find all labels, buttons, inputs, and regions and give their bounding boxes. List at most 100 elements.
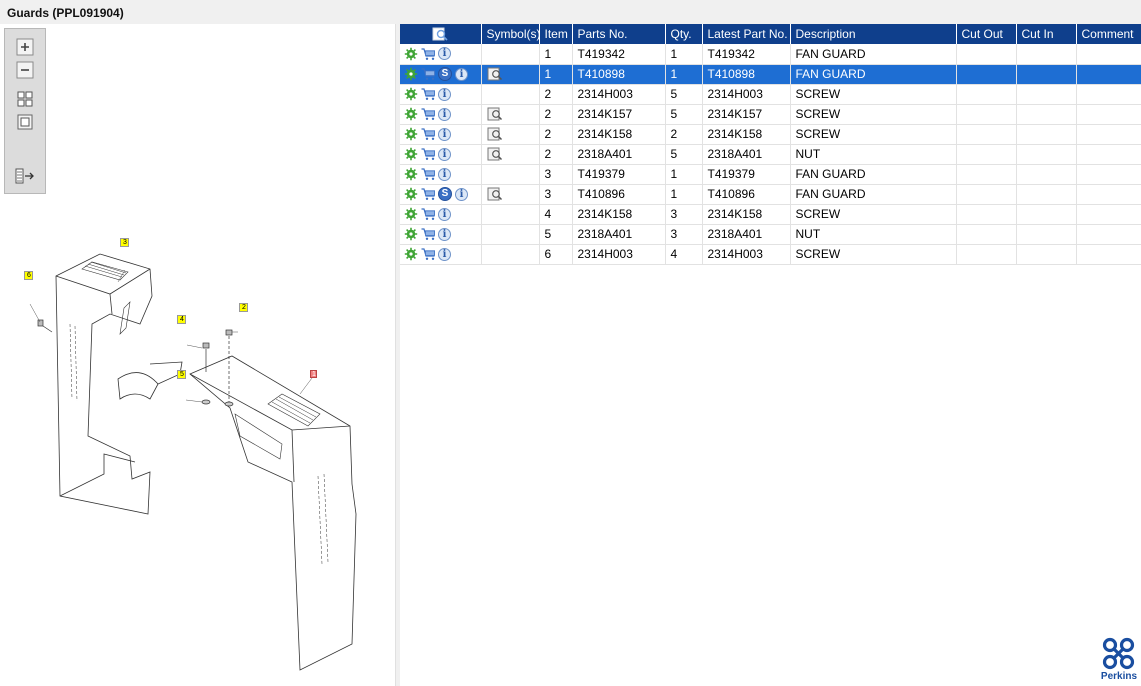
cut-in-cell — [1016, 124, 1077, 145]
window-title: Guards (PPL091904) — [7, 6, 124, 20]
cut-in-cell — [1016, 184, 1077, 205]
row-actions-cell[interactable]: i — [400, 124, 482, 145]
info-icon[interactable]: i — [455, 67, 468, 81]
qty-cell: 5 — [665, 104, 703, 125]
gear-icon — [404, 127, 418, 141]
item-cell: 2 — [539, 84, 573, 105]
info-icon[interactable]: i — [438, 207, 451, 221]
symbols-cell[interactable] — [481, 184, 540, 205]
item-cell: 2 — [539, 104, 573, 125]
latest-part-no-cell: 2314K158 — [702, 204, 791, 225]
exploded-parts-diagram — [29, 253, 357, 671]
info-icon[interactable]: i — [438, 127, 451, 141]
info-icon[interactable]: i — [455, 187, 468, 201]
row-actions-cell[interactable]: i — [400, 104, 482, 125]
info-icon[interactable]: i — [438, 87, 451, 101]
item-cell: 5 — [539, 224, 573, 245]
cut-out-cell — [956, 84, 1017, 105]
qty-cell: 1 — [665, 64, 703, 85]
row-actions-cell[interactable]: i — [400, 144, 482, 165]
callout-2[interactable]: 2 — [239, 303, 248, 312]
latest-part-no-cell: T410898 — [702, 64, 791, 85]
row-actions-cell[interactable]: i — [400, 204, 482, 225]
zoom-out-button[interactable] — [14, 60, 36, 80]
item-cell: 3 — [539, 184, 573, 205]
fit-all-button[interactable] — [14, 89, 36, 109]
comment-cell — [1076, 84, 1141, 105]
symbols-cell — [481, 244, 540, 265]
column-header-item[interactable]: Item — [539, 24, 573, 44]
pane-splitter[interactable] — [396, 24, 400, 686]
info-icon[interactable]: i — [438, 147, 451, 161]
cut-in-cell — [1016, 84, 1077, 105]
description-cell: NUT — [790, 224, 957, 245]
column-header-symbols[interactable]: Symbol(s) — [481, 24, 540, 44]
column-header-qty[interactable]: Qty. — [665, 24, 703, 44]
cart-icon — [421, 168, 435, 180]
cut-in-cell — [1016, 44, 1077, 65]
diagram-pane[interactable]: 3 6 4 2 5 1 — [0, 24, 396, 686]
cart-icon — [421, 128, 435, 140]
qty-cell: 1 — [665, 184, 703, 205]
substitution-icon[interactable]: S — [438, 187, 452, 201]
symbols-cell[interactable] — [481, 64, 540, 85]
symbols-cell[interactable] — [481, 104, 540, 125]
symbols-cell — [481, 204, 540, 225]
callout-6[interactable]: 6 — [24, 271, 33, 280]
cut-out-cell — [956, 44, 1017, 65]
info-icon[interactable]: i — [438, 107, 451, 121]
column-header-comment[interactable]: Comment — [1076, 24, 1141, 44]
find-column-header[interactable] — [400, 24, 482, 44]
column-header-latest-part-no[interactable]: Latest Part No. — [702, 24, 791, 44]
fit-window-button[interactable] — [14, 112, 36, 132]
row-actions-cell[interactable]: i — [400, 244, 482, 265]
symbols-cell[interactable] — [481, 144, 540, 165]
info-icon[interactable]: i — [438, 227, 451, 241]
zoom-in-button[interactable] — [14, 37, 36, 57]
info-icon[interactable]: i — [438, 167, 451, 181]
row-actions-cell[interactable]: i — [400, 224, 482, 245]
qty-cell: 5 — [665, 144, 703, 165]
cut-in-cell — [1016, 144, 1077, 165]
callout-3[interactable]: 3 — [120, 238, 129, 247]
perkins-logo-icon — [1102, 637, 1135, 670]
cart-icon — [421, 148, 435, 160]
info-icon[interactable]: i — [438, 247, 451, 261]
column-header-parts-no[interactable]: Parts No. — [572, 24, 666, 44]
cart-icon — [421, 228, 435, 240]
latest-part-no-cell: 2314H003 — [702, 84, 791, 105]
column-header-cut-in[interactable]: Cut In — [1016, 24, 1077, 44]
substitution-icon[interactable]: S — [438, 67, 452, 81]
column-header-cut-out[interactable]: Cut Out — [956, 24, 1017, 44]
row-actions-cell[interactable]: i — [400, 84, 482, 105]
callout-4[interactable]: 4 — [177, 315, 186, 324]
symbols-cell[interactable] — [481, 124, 540, 145]
callout-1[interactable]: 1 — [310, 370, 317, 378]
zoom-in-icon — [16, 38, 34, 56]
column-header-description[interactable]: Description — [790, 24, 957, 44]
title-bar: Guards (PPL091904) — [0, 0, 1141, 24]
export-button[interactable] — [14, 166, 36, 186]
description-cell: SCREW — [790, 204, 957, 225]
cart-icon — [421, 248, 435, 260]
comment-cell — [1076, 144, 1141, 165]
gear-icon — [404, 147, 418, 161]
callout-5[interactable]: 5 — [177, 370, 186, 379]
row-actions-cell[interactable]: i — [400, 164, 482, 185]
info-icon[interactable]: i — [438, 47, 451, 61]
parts-no-cell: 2314K157 — [572, 104, 666, 125]
row-actions-cell[interactable]: i — [400, 44, 482, 65]
